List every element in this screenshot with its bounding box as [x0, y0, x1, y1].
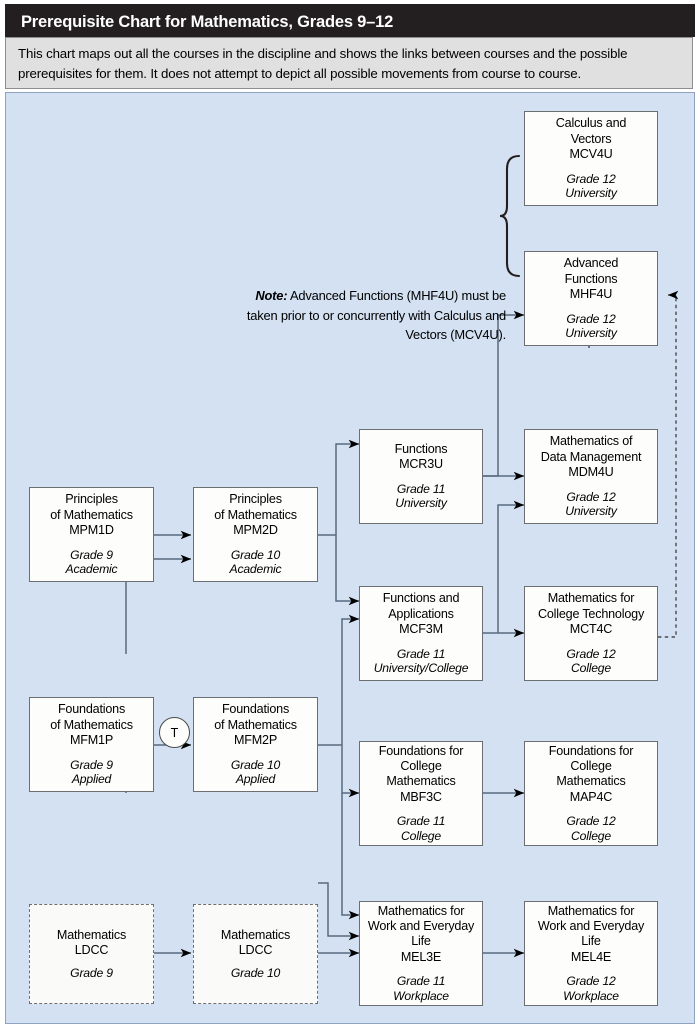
page-title: Prerequisite Chart for Mathematics, Grad…	[21, 13, 394, 31]
edge-mpm2d-mcf3m	[335, 535, 360, 606]
edge-mpm2d-mcr3u	[335, 439, 360, 487]
brace-icon	[499, 154, 521, 278]
edge-mcr3u-mhf4u	[483, 310, 525, 477]
note-body: Advanced Functions (MHF4U) must be taken…	[246, 288, 506, 342]
course-meta-ldcc-grade9: Grade 9	[70, 965, 113, 980]
edge-mct4c-mhf4u-dashed	[658, 290, 679, 638]
edge-mfm2p-mcf3m	[341, 614, 360, 745]
edge-mpm2d-trunk-up	[318, 487, 337, 536]
edge-ldcc10-mel3e	[318, 882, 360, 941]
note-text: Note: Advanced Functions (MHF4U) must be…	[234, 286, 506, 345]
note-label: Note:	[255, 288, 288, 303]
transfer-node-label: T	[170, 725, 179, 740]
intro-panel: This chart maps out all the courses in t…	[5, 37, 693, 89]
transfer-node-icon[interactable]: T	[159, 717, 190, 748]
course-meta-ldcc-grade10: Grade 10	[230, 965, 281, 980]
edge-mfm2p-mel3e	[341, 793, 360, 920]
connector-layer	[125, 154, 679, 958]
title-bar: Prerequisite Chart for Mathematics, Grad…	[5, 4, 695, 37]
edge-mfm2p-mbf3c	[341, 745, 360, 798]
intro-text: This chart maps out all the courses in t…	[18, 46, 628, 81]
edge-mcf3m-mdm4u	[497, 500, 525, 633]
